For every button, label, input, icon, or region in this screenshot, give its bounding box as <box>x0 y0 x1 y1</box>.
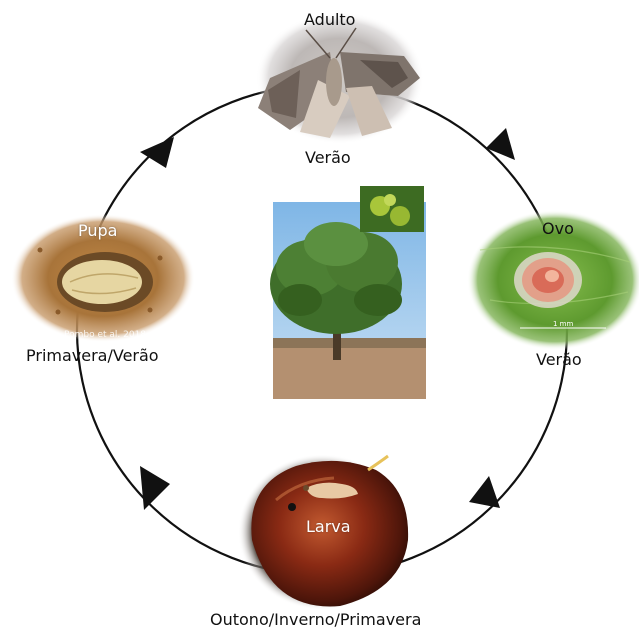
arrow-adult-to-egg <box>486 128 515 160</box>
egg-season-label: Verão <box>536 352 582 368</box>
pupa-credit-label: Pombo et al. 2018 <box>64 330 146 340</box>
arrow-egg-to-larva <box>469 476 500 508</box>
pupa-season-label: Primavera/Verão <box>26 348 159 364</box>
pupa-stage-label: Pupa <box>78 223 117 239</box>
arrow-pupa-to-adult <box>140 137 174 168</box>
adult-stage-label: Adulto <box>304 12 355 28</box>
larva-stage-label: Larva <box>306 519 351 535</box>
chestnut-tree-icon <box>270 186 426 399</box>
adult-season-label: Verão <box>305 150 351 166</box>
egg-scale-label: 1 mm <box>553 320 573 328</box>
larva-season-label: Outono/Inverno/Primavera <box>210 612 421 628</box>
egg-stage-label: Ovo <box>542 221 574 237</box>
moth-icon <box>256 12 424 144</box>
arrow-larva-to-pupa <box>140 466 170 510</box>
